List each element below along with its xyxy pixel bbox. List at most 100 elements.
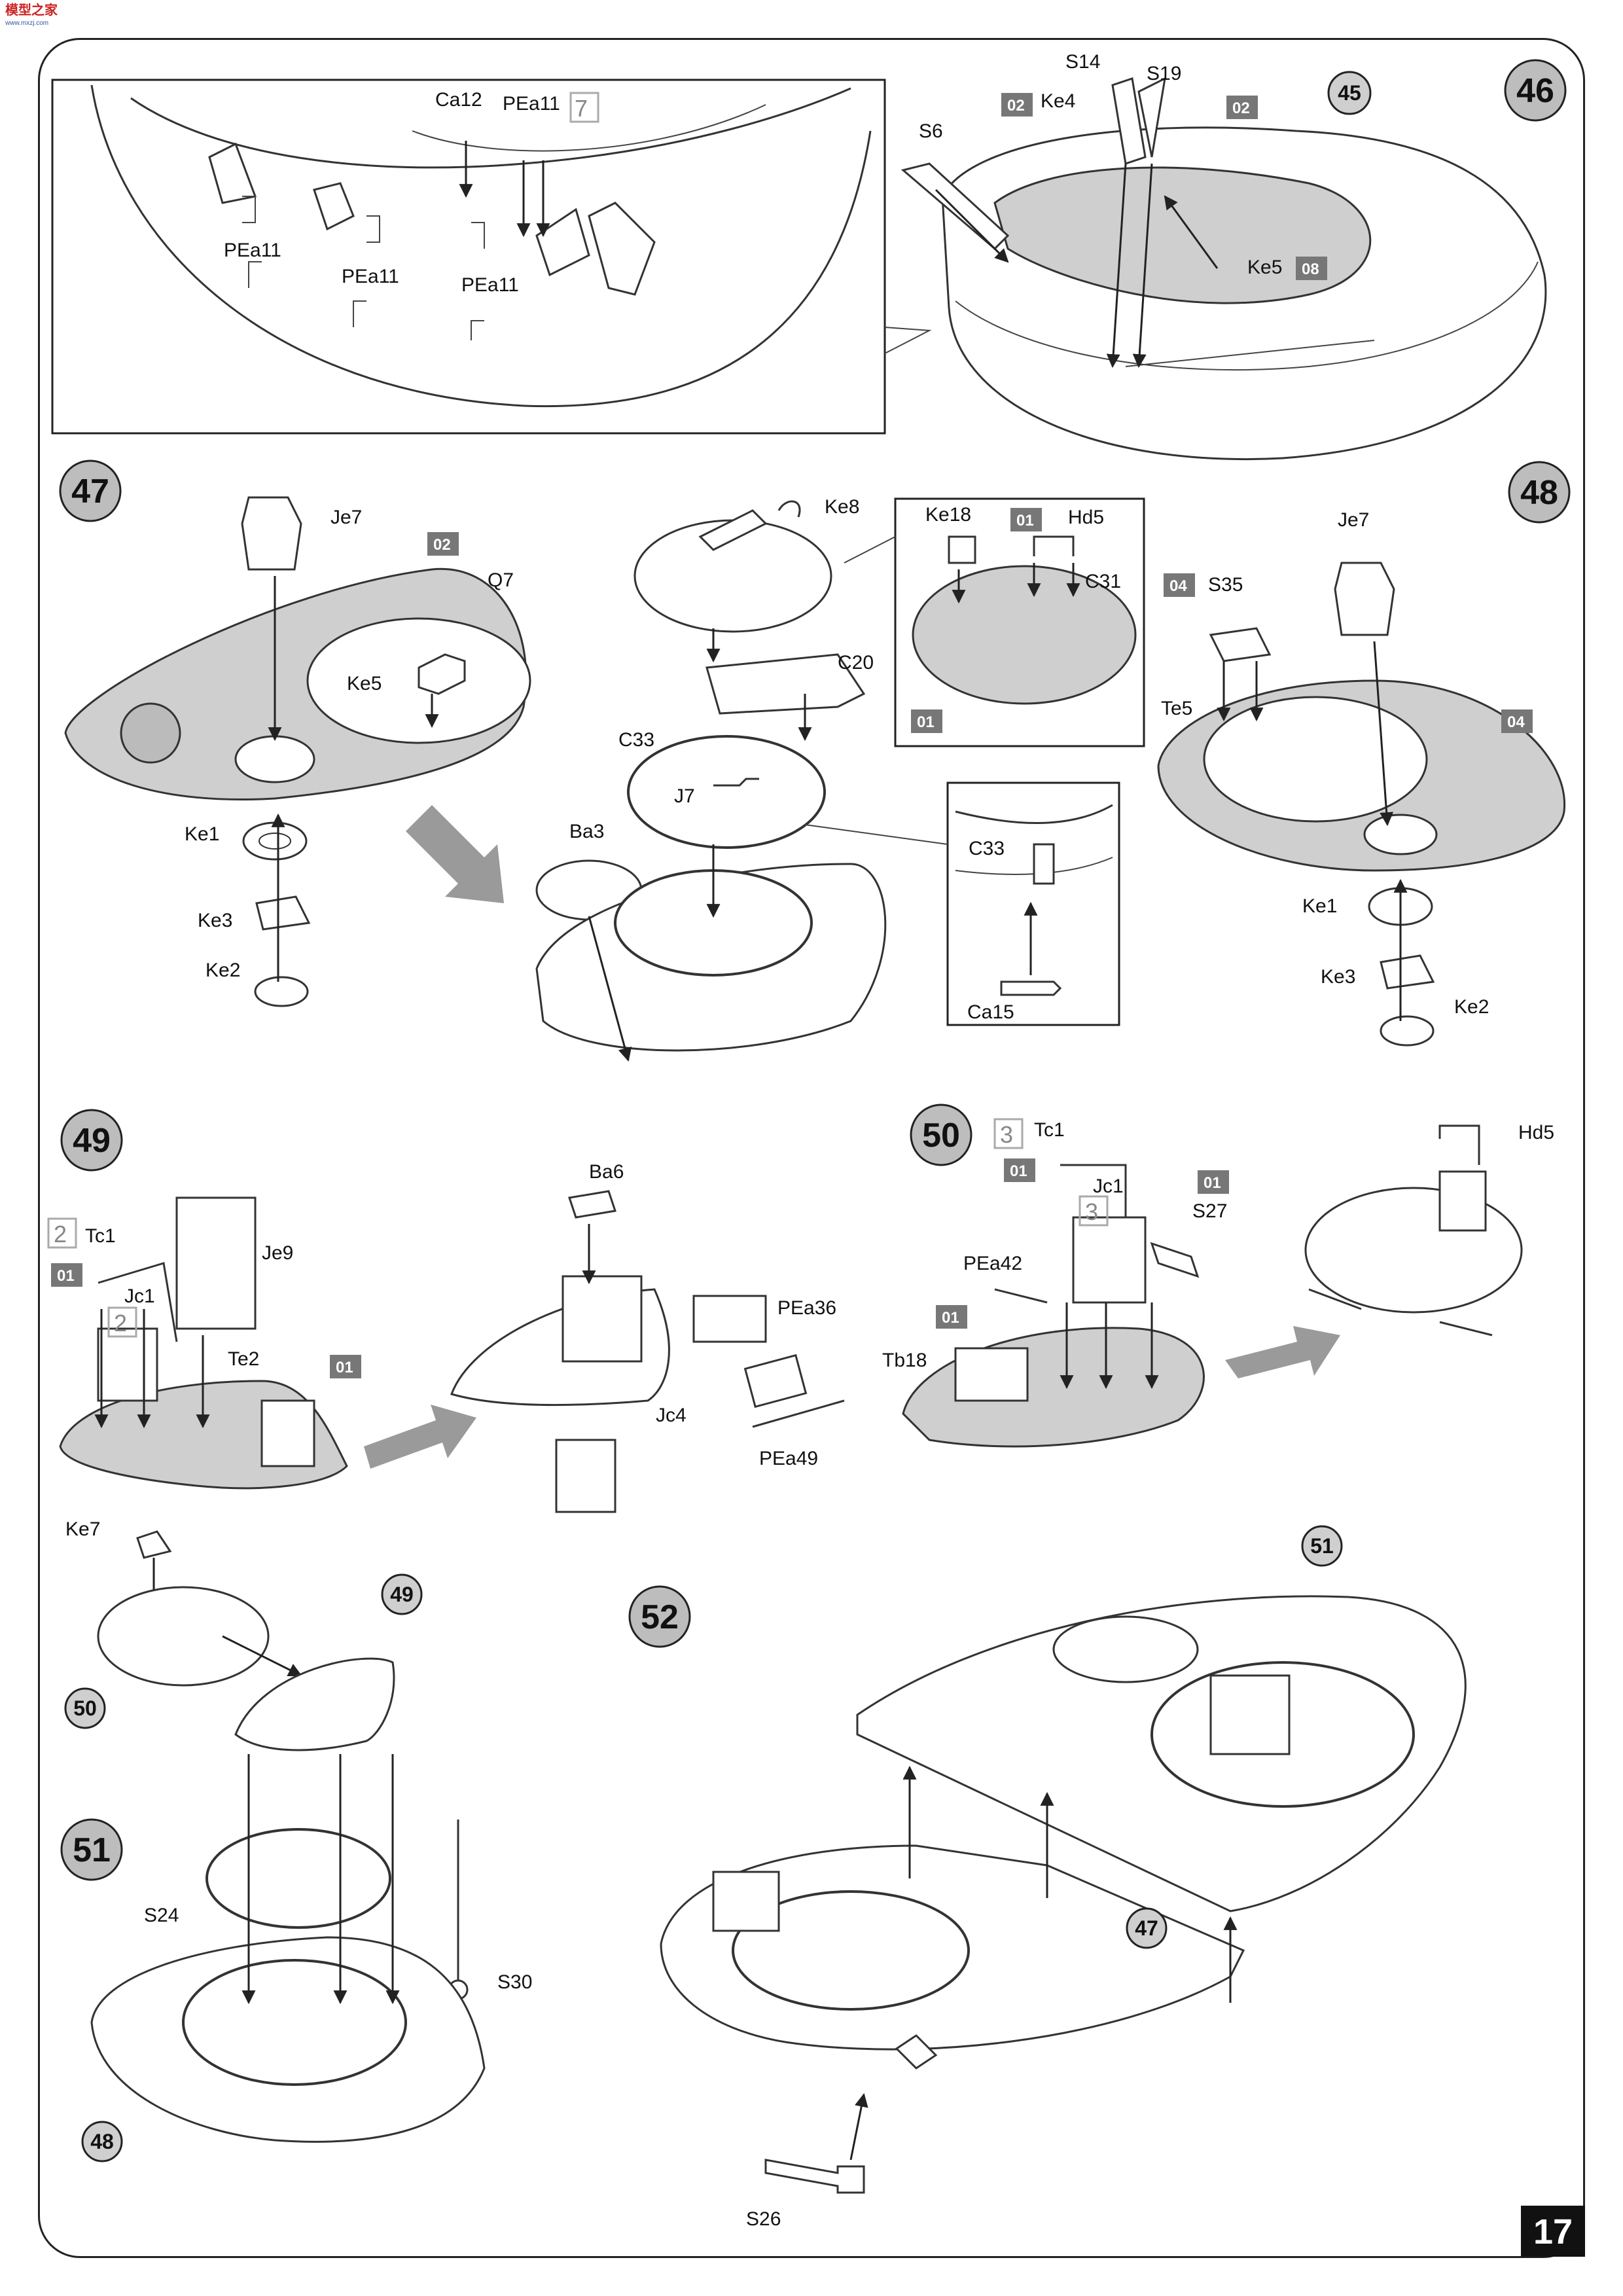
step-47-part-ke3 [255,895,311,931]
step-46-inset-staple-e [353,300,366,327]
callout-s26: S26 [746,2208,781,2230]
step-47-part-je7 [241,496,302,571]
step-52-commander-cupola [1052,1615,1199,1683]
paint-badge-04-a [1164,573,1195,597]
callout-ke1-47: Ke1 [185,823,219,845]
step-46-part-s6 [901,162,1010,251]
paint-badge-01-50-b-text: 01 [1204,1174,1221,1192]
ghost-badge-2-b-text: 2 [114,1310,127,1336]
step-number-circle-51 [60,1818,123,1881]
step-47-part-ke2 [254,976,309,1007]
paint-badge-01-inset1-a-text: 01 [1016,512,1034,529]
callout-ba6: Ba6 [589,1161,624,1183]
callout-s35: S35 [1208,574,1243,596]
step-49-part-tc1 [98,1262,178,1342]
paint-badge-01-inset1-b [911,709,942,733]
callout-s19: S19 [1147,63,1181,84]
step-49-progress-arrow [364,1405,476,1469]
callout-pea11-top: PEa11 [503,93,560,115]
ref-circle-50 [64,1687,106,1729]
step-47: 47 Je7 02 Q7 Ke5 Ke1 Ke3 Ke2 [59,459,1145,1062]
step-47-inset-1-ke18 [948,535,976,564]
step-50-part-pea42 [994,1288,1048,1304]
paint-badge-01-49-b [330,1355,361,1378]
step-48-part-je7 [1334,562,1395,636]
watermark-logo: 模型之家 www.mxzj.com [5,4,58,30]
step-49-part-pea49 [752,1399,845,1428]
step-47-part-c33 [627,735,826,849]
paint-badge-02-a [1001,93,1033,117]
step-51-hatch-ring [97,1586,270,1687]
step-number-48: 48 [1520,474,1558,512]
paint-badge-02-b-text: 02 [1232,99,1250,117]
watermark-text: 模型之家 [5,3,58,18]
callout-hd5-50: Hd5 [1518,1122,1554,1143]
callout-ke7: Ke7 [65,1518,100,1540]
step-51-part-ke7 [136,1530,172,1559]
paint-badge-01-inset1-b-text: 01 [917,713,935,731]
step-52-breech [1209,1674,1291,1755]
callout-te5: Te5 [1161,698,1192,719]
step-number-46: 46 [1516,72,1554,110]
callout-c33-47: C33 [618,729,654,751]
step-46-inset-staple-d [248,261,262,288]
step-46-shell-seam [955,261,1539,371]
step-46-arrow-a [1106,163,1127,368]
paint-badge-02-b [1226,96,1258,119]
step-49-part-je9 [175,1196,257,1330]
step-47-inset-2-pointer [804,824,948,845]
ref-circle-47 [1126,1907,1168,1949]
step-50-part-s27 [1150,1242,1200,1278]
step-52-lower-periscope [712,1871,780,1932]
paint-badge-08 [1296,257,1327,280]
step-47-inset-1-pointer [844,536,896,564]
callout-s27: S27 [1192,1200,1227,1222]
step-49: 49 2 Tc1 01 Jc1 2 Je9 Te2 01 Ba6 PEa36 J… [47,1109,845,1513]
callout-je7-48: Je7 [1338,509,1369,531]
step-number-circle-47 [59,459,122,522]
step-48-arrow-je7 [1373,641,1394,827]
ref-47: 47 [1135,1916,1158,1940]
callout-jc4: Jc4 [656,1405,687,1426]
page-frame [38,38,1585,2258]
paint-badge-01-50-c-text: 01 [942,1309,959,1327]
paint-badge-04-b-text: 04 [1507,713,1525,731]
ghost-badge-3-a-text: 3 [1000,1121,1013,1148]
ref-50: 50 [73,1696,97,1720]
step-47-inset-2-ca15 [1000,980,1062,996]
paint-badge-01-50-b [1198,1170,1229,1194]
step-47-part-ke5 [418,653,466,695]
callout-pea11-b: PEa11 [342,266,399,287]
callout-jc1-50: Jc1 [1093,1175,1124,1197]
callout-j7: J7 [674,785,695,807]
step-46-inset-staple-a [242,196,256,223]
step-46-grab-rail [1125,340,1375,367]
step-number-circle-48 [1508,461,1571,524]
callout-q7: Q7 [488,569,514,591]
step-49-part-jc1 [97,1327,158,1402]
step-number-50: 50 [922,1117,960,1155]
step-46-inset-staple-b [366,215,380,243]
callout-je7-47: Je7 [330,507,362,528]
step-47-inset-2-ring [955,804,1113,824]
step-51-part-s24 [205,1828,391,1929]
step-number-circle-50 [910,1103,972,1166]
callout-ke5-47: Ke5 [347,673,382,694]
callout-ke2-47: Ke2 [205,960,240,981]
page-number: 17 [1533,2212,1573,2251]
step-46-inset-staple-f [471,320,484,340]
step-46-inset-bracket-b [313,182,355,231]
paint-badge-02-a-text: 02 [1007,97,1025,115]
step-47-part-ke1-hole [259,833,291,850]
step-47-arrow-ba3 [588,916,632,1062]
step-48-periscope-hole [1363,814,1438,855]
callout-ke3-48: Ke3 [1321,966,1355,988]
step-49-part-jc4 [692,1295,767,1343]
callout-pea49: PEa49 [759,1448,818,1469]
ref-51: 51 [1310,1534,1334,1558]
ghost-badge-3-b [1079,1195,1109,1227]
callout-hd5-47: Hd5 [1068,507,1104,528]
paint-badge-01-49-a-text: 01 [57,1267,75,1285]
callout-ke3-47: Ke3 [198,910,232,931]
step-47-inset-1-lid [912,565,1137,705]
